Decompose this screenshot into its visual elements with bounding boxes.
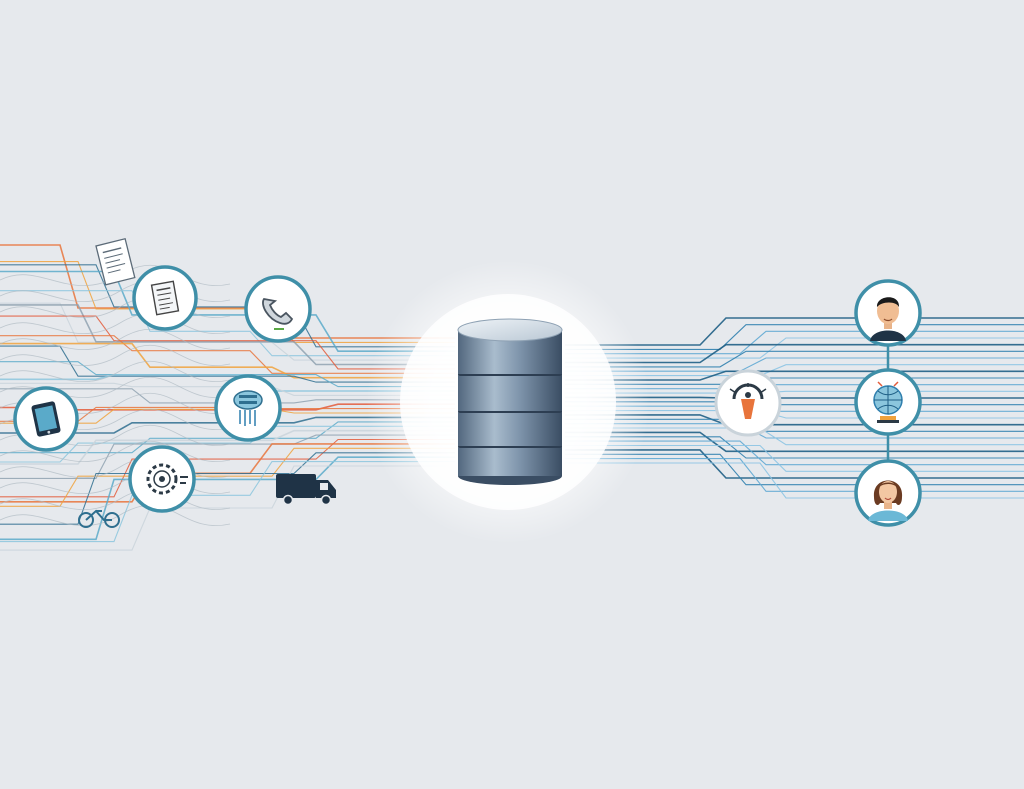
output-node-globe-trophy	[854, 368, 922, 436]
data-line	[565, 364, 1024, 377]
data-line	[0, 504, 231, 526]
data-line	[0, 315, 455, 370]
delivery-truck-icon	[276, 474, 336, 506]
man-avatar-icon	[870, 297, 906, 341]
data-line	[0, 376, 231, 398]
output-node-insight	[714, 369, 782, 437]
source-node-tablet	[13, 386, 79, 452]
database-icon	[457, 318, 563, 485]
data-line	[0, 488, 231, 510]
data-line	[0, 335, 455, 374]
data-line	[0, 270, 455, 352]
data-line	[0, 416, 455, 434]
data-line	[0, 425, 455, 463]
data-line	[0, 429, 455, 465]
data-line	[0, 360, 231, 382]
data-line	[0, 328, 231, 350]
insight-lightbulb-icon	[729, 383, 767, 419]
data-line	[0, 304, 455, 366]
source-node-server-rack	[214, 374, 282, 442]
data-line	[0, 264, 455, 348]
output-node-man	[854, 279, 922, 347]
woman-avatar-icon	[868, 480, 908, 521]
source-node-gear	[128, 445, 196, 513]
tablet-icon	[31, 401, 61, 437]
output-node-woman	[854, 459, 922, 527]
data-line	[0, 440, 231, 462]
data-line	[0, 345, 455, 383]
bicycle-icon	[78, 509, 120, 528]
incoming-data-lines	[0, 244, 455, 551]
paper-sheet-icon	[95, 237, 136, 286]
telephone-icon	[262, 298, 294, 330]
data-line	[565, 357, 1024, 372]
data-line	[565, 427, 1024, 446]
data-line	[0, 465, 455, 551]
globe-trophy-icon	[873, 381, 903, 423]
data-line	[0, 456, 455, 541]
data-line	[0, 344, 231, 366]
document-icon	[150, 280, 180, 316]
data-line	[0, 312, 231, 334]
data-line	[0, 382, 455, 396]
source-node-document	[132, 265, 198, 331]
gear-icon	[146, 463, 188, 495]
source-node-telephone	[244, 275, 312, 343]
data-line	[0, 438, 455, 498]
data-line	[0, 374, 455, 392]
server-rack-icon	[233, 390, 263, 426]
